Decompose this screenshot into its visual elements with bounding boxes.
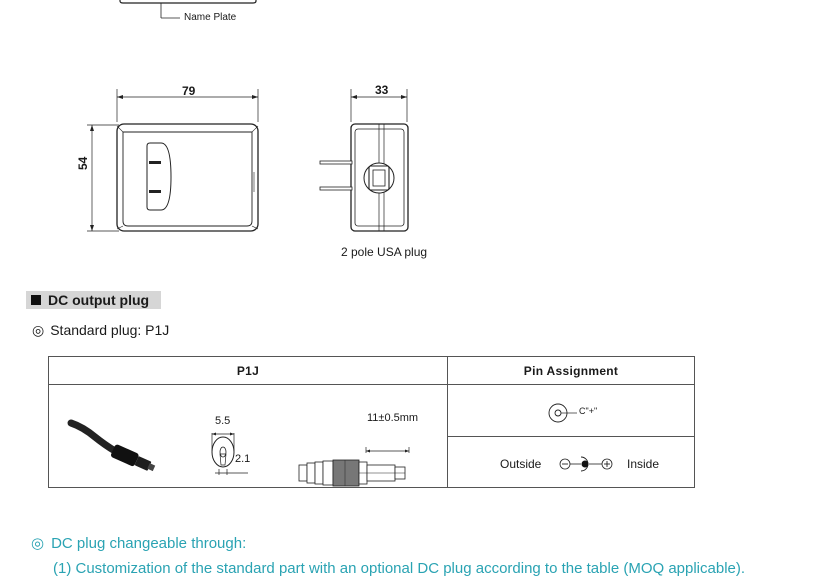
center-pin-icon — [548, 403, 577, 423]
dc-output-plug-header: DC output plug — [26, 291, 161, 309]
front-view-drawing — [87, 89, 259, 232]
plug-diameter-dimension: 5.5 — [215, 415, 231, 427]
standard-plug-text: Standard plug: P1J — [50, 322, 170, 338]
double-circle-icon: ◎ — [32, 322, 45, 338]
side-view-drawing — [319, 89, 409, 232]
plug-length-dimension: 11±0.5mm — [367, 412, 419, 424]
dc-plug-drawings — [67, 419, 410, 487]
bullet-square-icon — [31, 295, 41, 305]
dc-plug-changeable-line: ◎ DC plug changeable through: — [31, 535, 246, 553]
side-depth-dimension: 33 — [375, 83, 389, 97]
inside-label: Inside — [627, 457, 660, 471]
p1j-column-header: P1J — [48, 356, 448, 385]
p1j-drawing-cell: 5.5 2.1 11±0.5mm — [48, 384, 448, 488]
plug-pin-dimension: 2.1 — [235, 453, 251, 465]
customization-note: (1) Customization of the standard part w… — [53, 560, 746, 577]
standard-plug-line: ◎ Standard plug: P1J — [32, 321, 169, 339]
double-circle-icon: ◎ — [31, 535, 45, 552]
side-view-caption: 2 pole USA plug — [341, 245, 428, 259]
outside-label: Outside — [500, 457, 542, 471]
center-pin-cell: C"+" — [447, 384, 695, 437]
name-plate-drawing — [119, 0, 257, 19]
polarity-symbol-icon — [559, 456, 613, 472]
center-positive-label: C"+" — [579, 406, 598, 416]
pin-assignment-table: P1J Pin Assignment — [48, 356, 695, 488]
polarity-cell: Outside Inside — [447, 436, 695, 488]
name-plate-label: Name Plate — [184, 12, 237, 23]
front-height-dimension: 54 — [76, 156, 90, 170]
front-width-dimension: 79 — [182, 84, 196, 98]
pin-assignment-column-header: Pin Assignment — [447, 356, 695, 385]
dc-plug-changeable-title: DC plug changeable through: — [51, 535, 247, 552]
dc-output-plug-title: DC output plug — [48, 292, 150, 308]
